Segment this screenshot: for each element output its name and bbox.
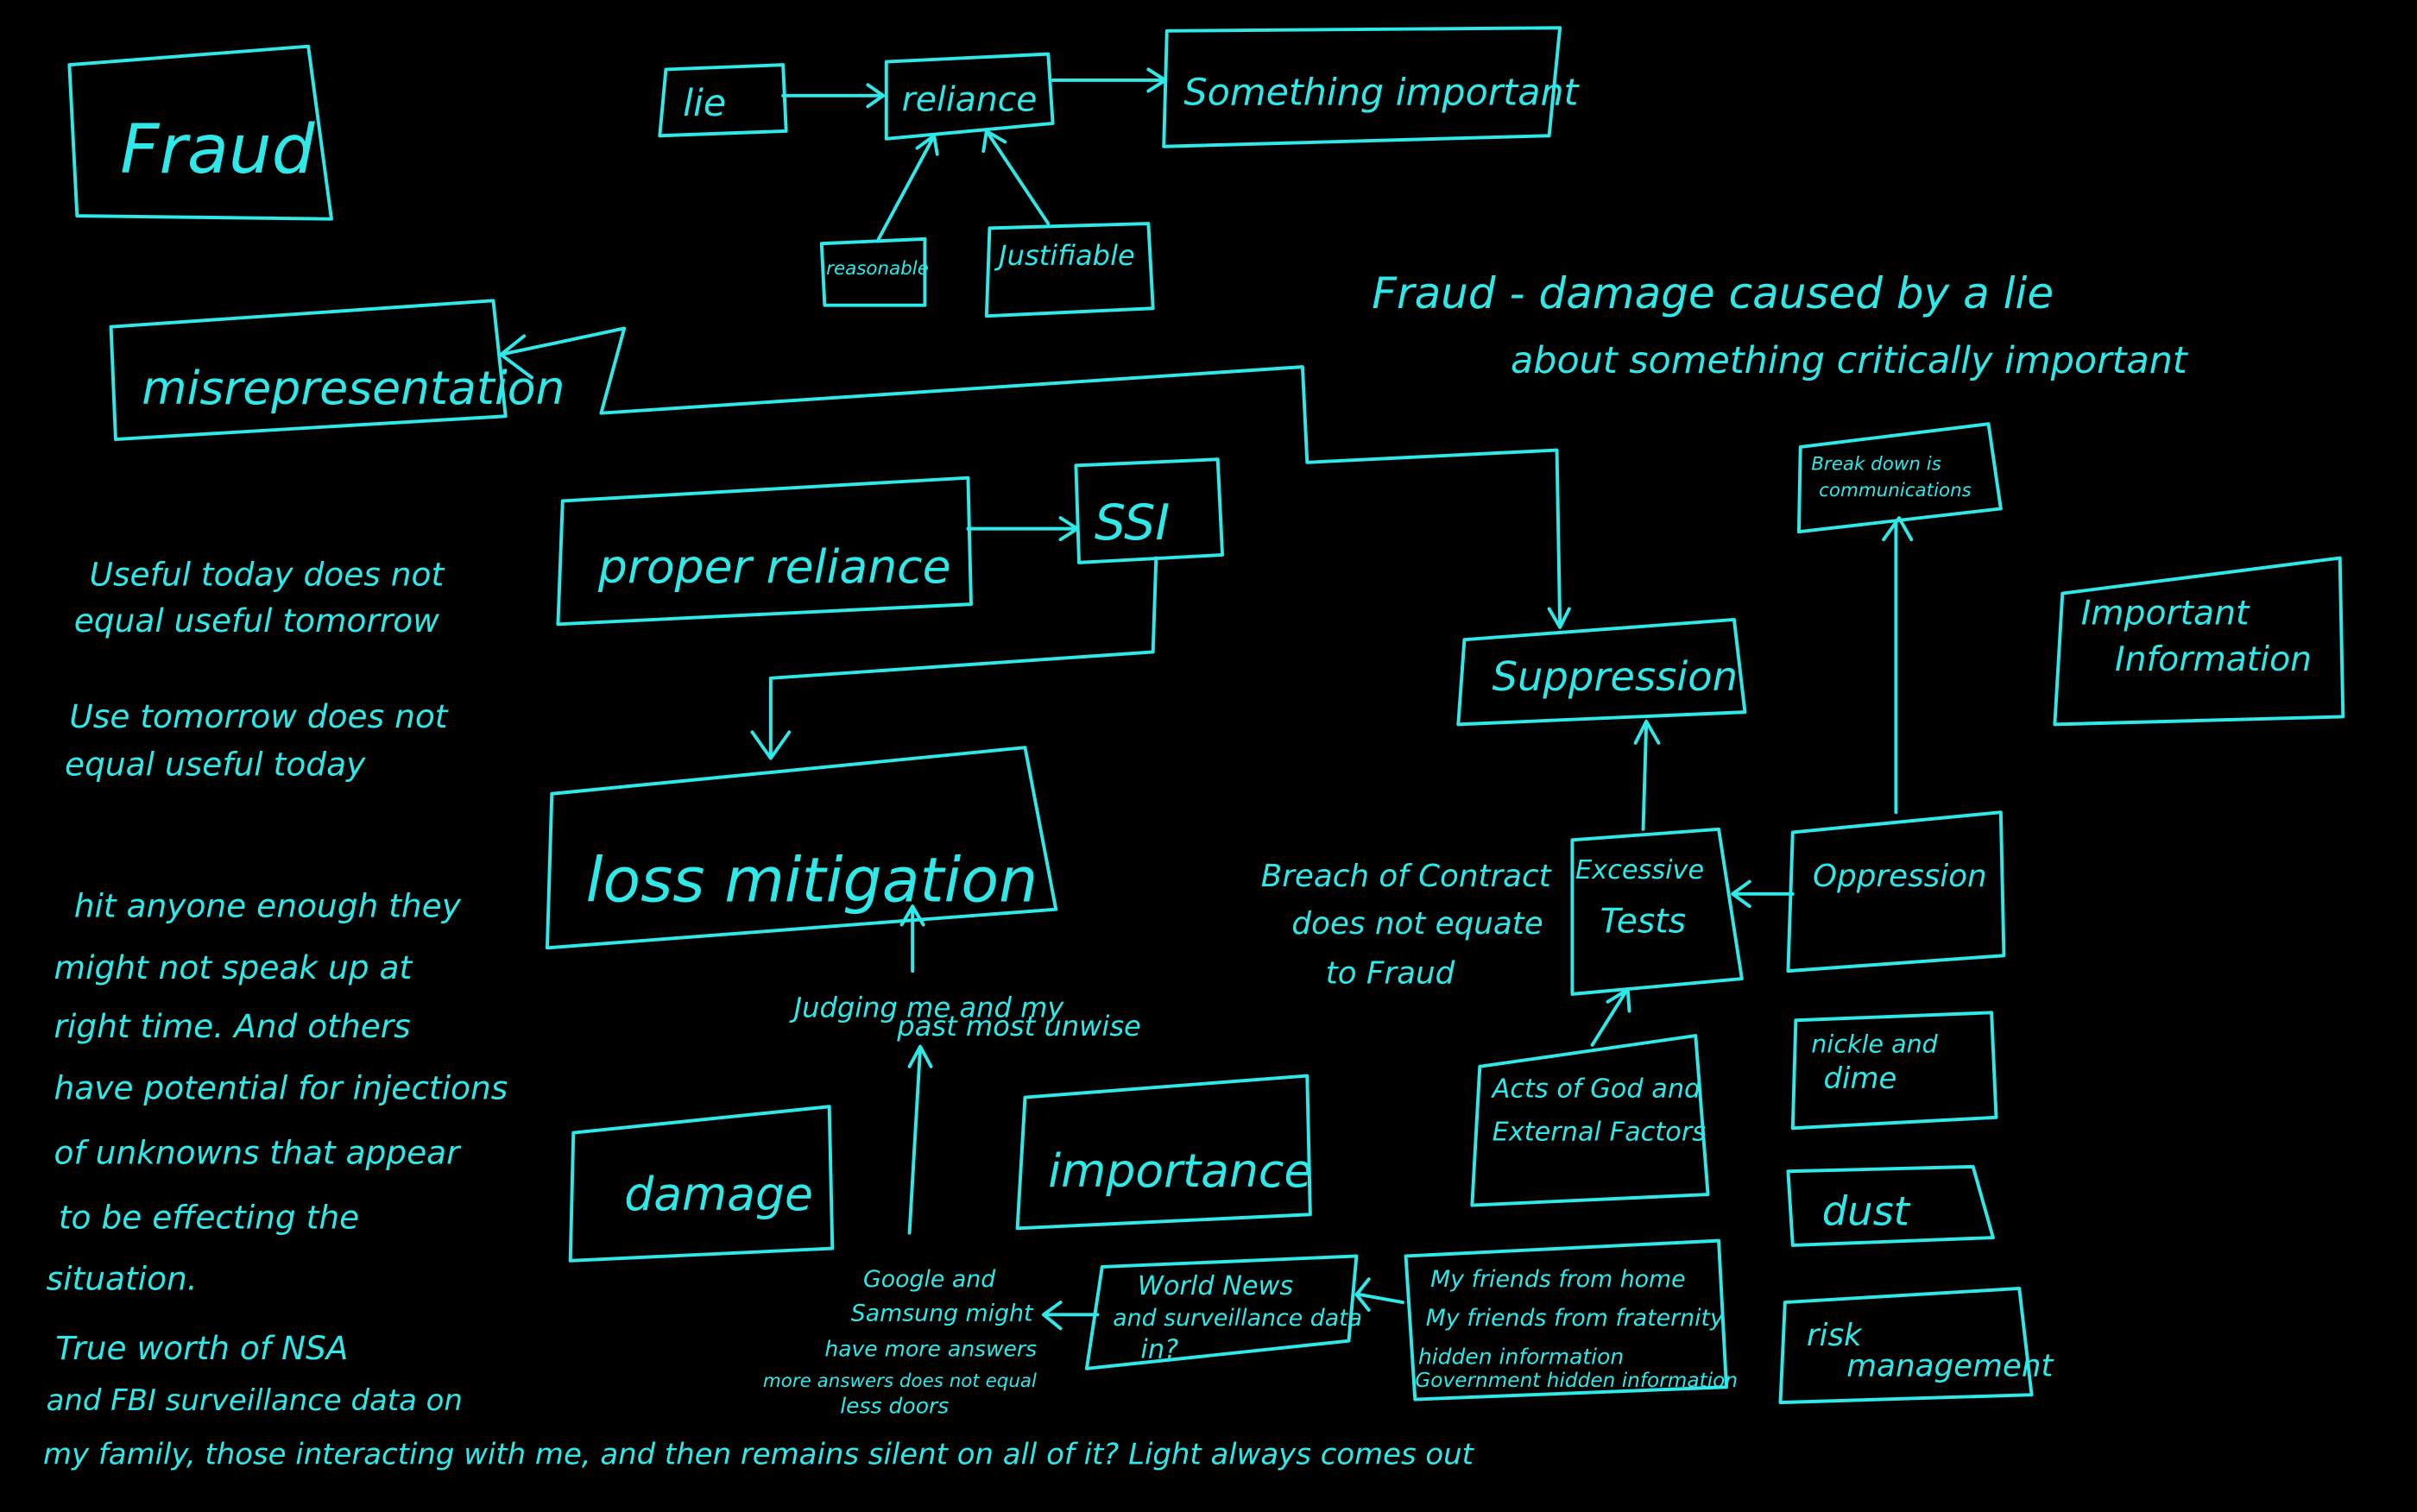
svg-text:Samsung might: Samsung might <box>851 1300 1034 1326</box>
world-news-line-1: World News <box>1138 1271 1294 1301</box>
something-important-label: Something important <box>1183 72 1580 115</box>
risk-management-box <box>1778 1287 2034 1405</box>
loss-mitigation-label: loss mitigation <box>586 845 1038 917</box>
nickle-and-dime-line-2: dime <box>1824 1062 1897 1095</box>
excessive-tests-line-2: Tests <box>1600 902 1687 941</box>
ssi-label: SSI <box>1095 495 1170 551</box>
proper-reliance-box <box>556 476 973 627</box>
judging-line-1: Judging me and my <box>789 992 1065 1024</box>
svg-text:more answers does not equal: more answers does not equal <box>763 1370 1037 1392</box>
world-news-box <box>1084 1254 1359 1370</box>
friends-line-1: My friends from home <box>1430 1266 1685 1293</box>
definition-line-2: about something critically important <box>1511 339 2189 382</box>
breakdown-box <box>1796 422 2003 534</box>
fraud-box <box>67 44 333 221</box>
acts-of-god-box <box>1470 1034 1710 1207</box>
suppression-box <box>1456 618 1747 727</box>
breakdown-line-2: communications <box>1819 480 1972 501</box>
svg-text:to be effecting the: to be effecting the <box>59 1198 359 1236</box>
acts-of-god-line-2: External Factors <box>1492 1118 1707 1148</box>
excessive-tests-box <box>1570 827 1744 996</box>
nickle-and-dime-box <box>1790 1011 1998 1131</box>
world-news-line-3: in? <box>1140 1334 1178 1364</box>
world-news-line-2: and surveillance data <box>1113 1305 1362 1332</box>
breakdown-line-1: Break down is <box>1811 454 1941 476</box>
google-note: Google and Samsung might have more answe… <box>763 1266 1037 1418</box>
svg-text:Use tomorrow does not: Use tomorrow does not <box>69 697 448 735</box>
svg-text:equal useful today: equal useful today <box>65 745 366 783</box>
svg-text:might not speak up at: might not speak up at <box>54 948 413 986</box>
svg-text:right time. And others: right time. And others <box>54 1007 411 1045</box>
breach-line-2: does not equate <box>1291 906 1543 942</box>
risk-management-line-1: risk <box>1807 1318 1863 1353</box>
damage-label: damage <box>624 1167 813 1221</box>
svg-text:and FBI surveillance data on: and FBI surveillance data on <box>47 1383 463 1417</box>
nickle-and-dime-line-1: nickle and <box>1811 1030 1938 1059</box>
something-important-box <box>1162 26 1562 148</box>
judging-arrows <box>899 904 933 1235</box>
svg-text:True worth of NSA: True worth of NSA <box>55 1329 348 1367</box>
friends-line-2: My friends from fraternity <box>1426 1305 1725 1332</box>
reliance-label: reliance <box>902 81 1038 120</box>
excessive-tests-line-1: Excessive <box>1575 855 1704 885</box>
svg-text:equal useful tomorrow: equal useful tomorrow <box>74 602 440 639</box>
oppression-box <box>1786 810 2006 973</box>
ssi-arrows <box>750 516 1158 760</box>
justifiable-label: Justifiable <box>994 239 1135 272</box>
top-arrows <box>781 67 1167 241</box>
bottom-arrows <box>1041 1277 1404 1331</box>
definition-line-1: Fraud - damage caused by a lie <box>1372 268 2054 318</box>
fraud-title: Fraud <box>120 110 315 189</box>
important-information-line-2: Information <box>2115 640 2312 679</box>
important-information-line-1: Important <box>2081 594 2250 633</box>
dust-box <box>1786 1164 1995 1247</box>
misrep-connector <box>499 326 1571 629</box>
svg-text:of unknowns that appear: of unknowns that appear <box>54 1133 463 1171</box>
right-arrows <box>1590 516 1914 1047</box>
misrepresentation-label: misrepresentation <box>142 361 565 415</box>
svg-text:Useful today does not: Useful today does not <box>90 556 445 594</box>
breach-line-3: to Fraud <box>1326 955 1455 991</box>
importance-box <box>1015 1074 1312 1231</box>
svg-text:Google and: Google and <box>863 1266 996 1293</box>
friends-line-3: hidden information <box>1418 1344 1624 1369</box>
breach-line-1: Breach of Contract <box>1261 859 1553 894</box>
lie-label: lie <box>683 82 726 125</box>
svg-text:less doors: less doors <box>840 1394 949 1419</box>
misrepresentation-box <box>109 299 508 442</box>
svg-text:situation.: situation. <box>47 1260 198 1298</box>
friends-line-4: Government hidden information <box>1415 1369 1738 1392</box>
importance-label: importance <box>1048 1143 1312 1198</box>
proper-reliance-label: proper reliance <box>597 539 951 594</box>
important-information-box <box>2053 556 2345 727</box>
dust-label: dust <box>1822 1188 1911 1235</box>
suppression-label: Suppression <box>1492 653 1738 700</box>
reliance-box <box>884 52 1055 141</box>
svg-text:have potential for injections: have potential for injections <box>54 1068 508 1106</box>
acts-of-god-line-1: Acts of God and <box>1491 1074 1701 1105</box>
damage-box <box>568 1105 835 1263</box>
oppression-label: Oppression <box>1813 859 1987 894</box>
reasonable-box <box>819 236 927 307</box>
risk-management-line-2: management <box>1846 1349 2054 1384</box>
friends-box <box>1404 1238 1728 1402</box>
left-notes: Useful today does not equal useful tomor… <box>43 556 1475 1471</box>
justifiable-box <box>984 222 1155 318</box>
loss-mitigation-box <box>545 746 1058 950</box>
svg-text:have more answers: have more answers <box>824 1337 1037 1362</box>
reasonable-label: reasonable <box>826 258 929 280</box>
svg-text:my family, those interacting w: my family, those interacting with me, an… <box>43 1438 1475 1471</box>
svg-text:hit anyone enough they: hit anyone enough they <box>74 887 462 925</box>
lie-box <box>658 63 788 138</box>
judging-line-2: past most unwise <box>896 1010 1141 1043</box>
